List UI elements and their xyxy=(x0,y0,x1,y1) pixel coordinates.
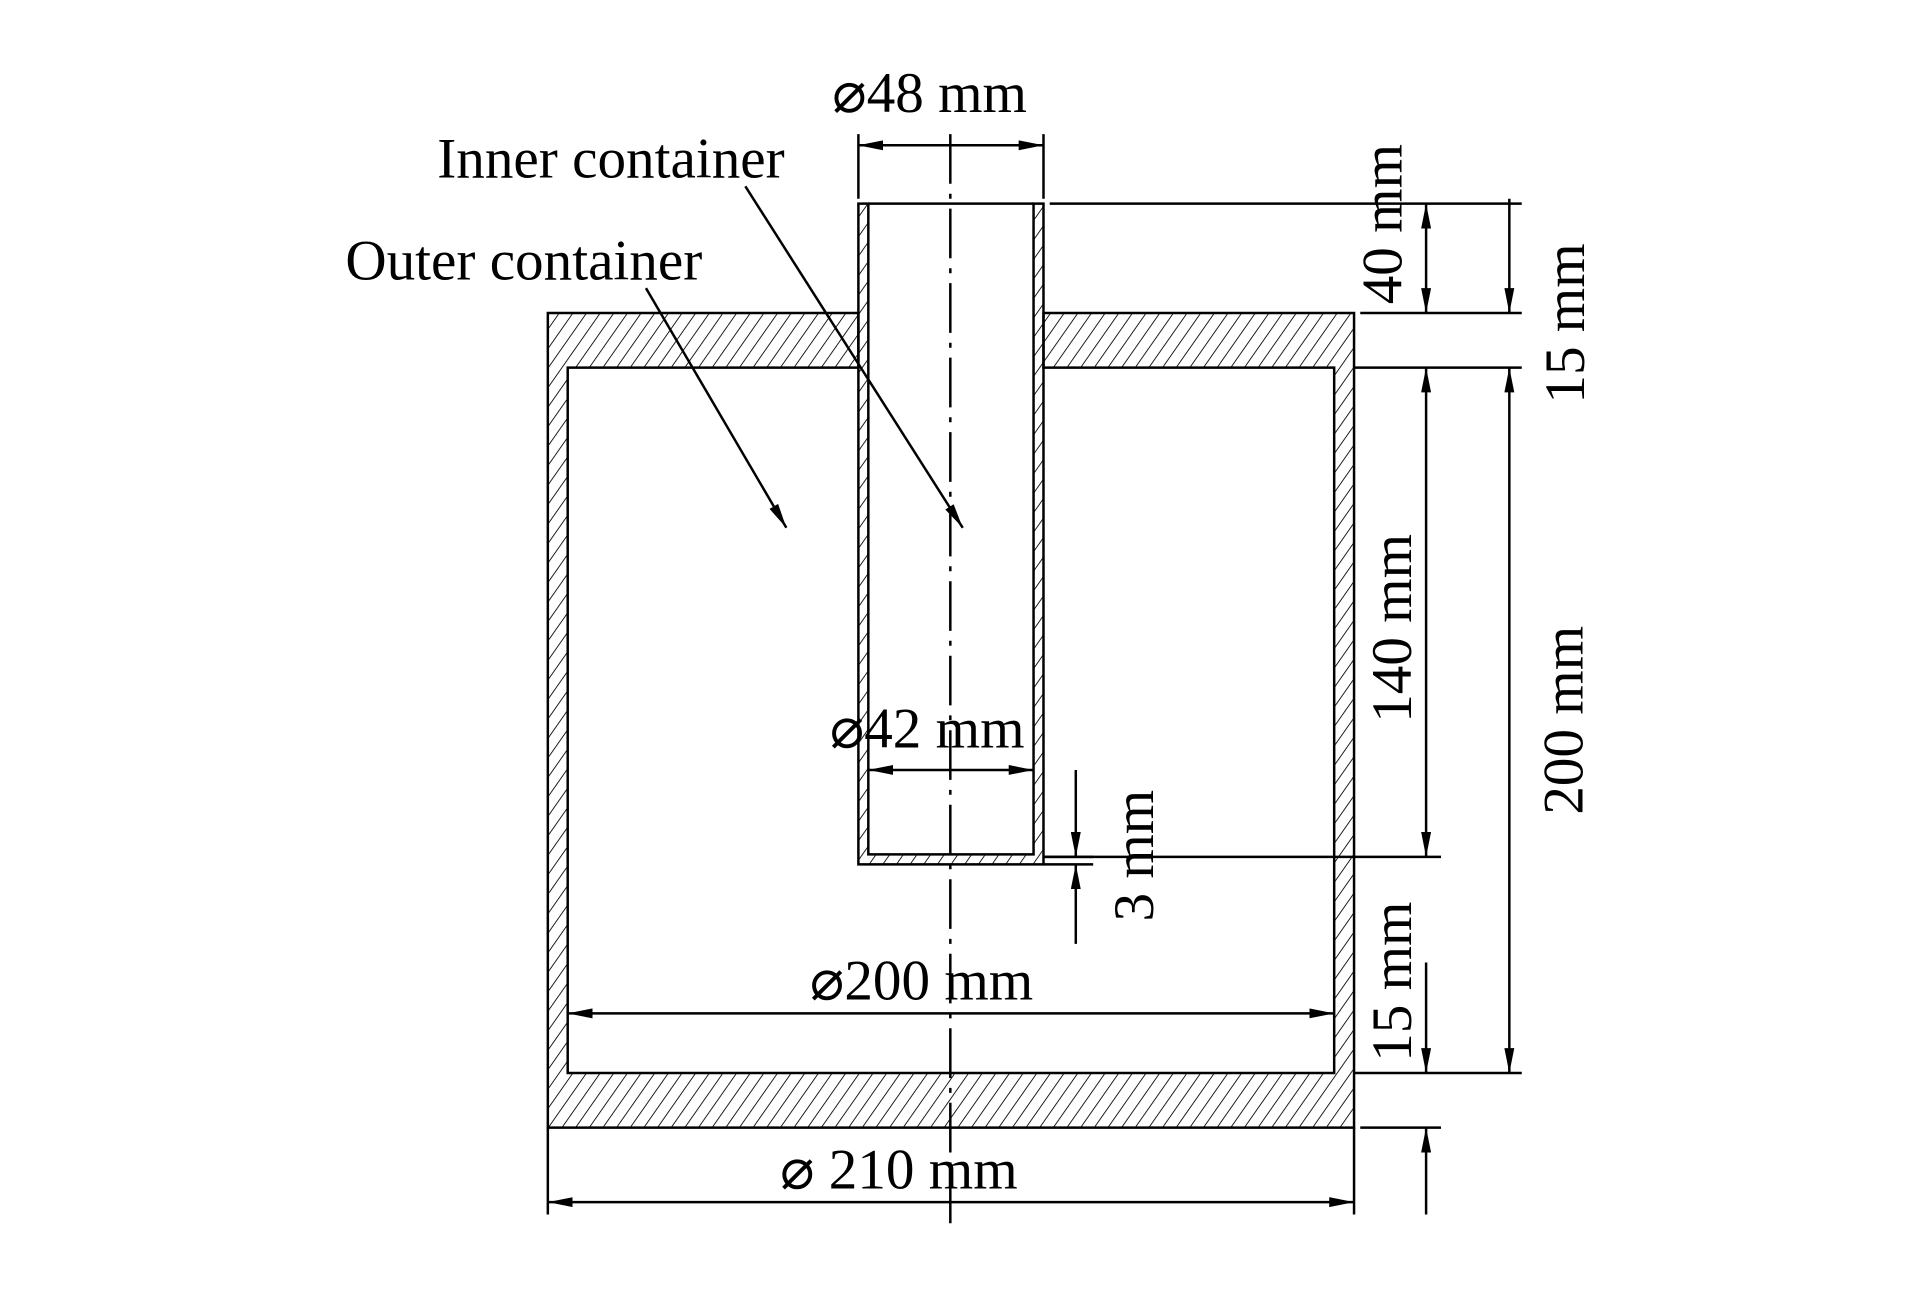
inner-container-label: Inner container xyxy=(437,128,784,191)
dim-200-dia-label: ⌀200 mm xyxy=(810,950,1033,1013)
inner-container xyxy=(857,202,1045,866)
dim-15-top-label: 15 mm xyxy=(1534,243,1597,403)
dim-15-bottom-label: 15 mm xyxy=(1361,902,1424,1062)
inner-container-leader xyxy=(744,185,964,529)
outer-container-leader xyxy=(644,287,788,529)
dim-3-label: 3 mm xyxy=(1103,790,1166,922)
dim-140-label: 140 mm xyxy=(1361,534,1424,723)
dim-200-label: 200 mm xyxy=(1533,626,1596,815)
dim-210-label: ⌀ 210 mm xyxy=(780,1138,1018,1201)
dim-40-label: 40 mm xyxy=(1351,144,1414,304)
outer-container-label: Outer container xyxy=(345,229,702,292)
dim-42-label: ⌀42 mm xyxy=(830,698,1025,761)
dim-48-label: ⌀48 mm xyxy=(832,62,1027,125)
